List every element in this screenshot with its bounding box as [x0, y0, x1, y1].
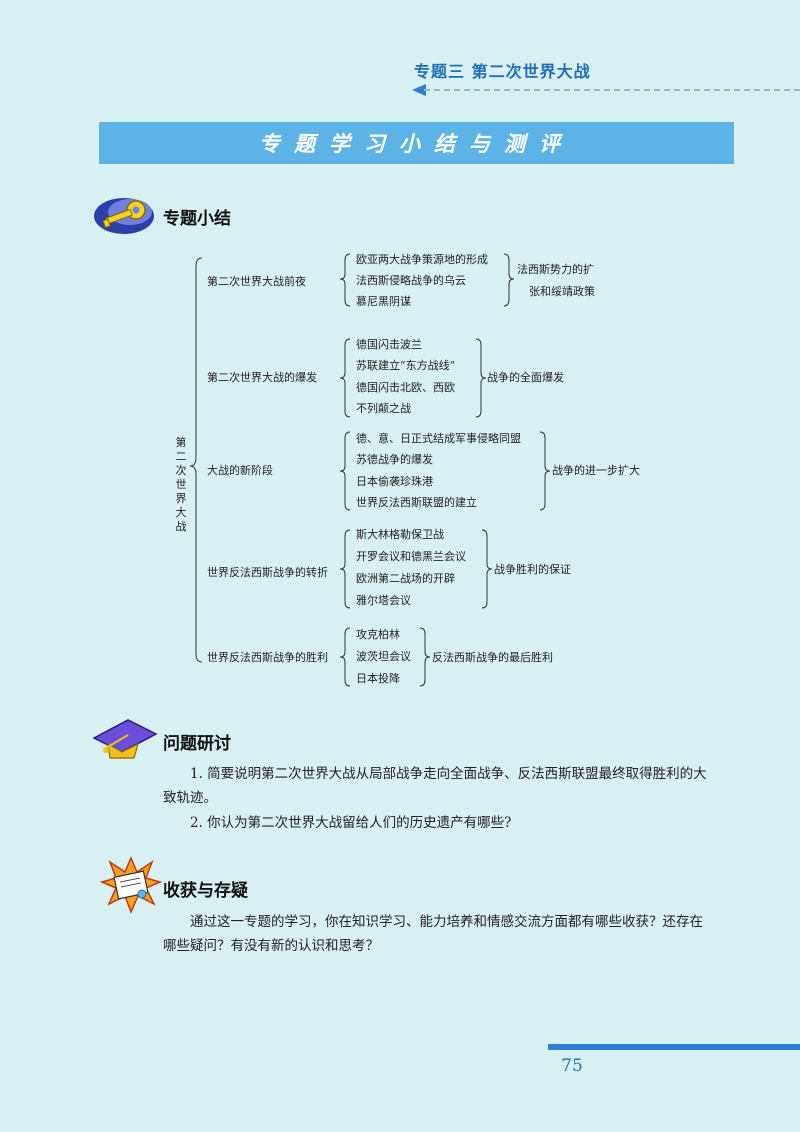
branch-item: 德、意、日正式结成军事侵略同盟	[356, 432, 521, 445]
discussion-heading: 问题研讨	[163, 734, 231, 754]
reflection-line-1: 通过这一专题的学习，你在知识学习、能力培养和情感交流方面都有哪些收获？还存在	[190, 914, 703, 930]
branch-result: 张和绥靖政策	[529, 285, 595, 298]
reflection-line-2: 哪些疑问？有没有新的认识和思考？	[163, 938, 379, 954]
branch-result: 法西斯势力的扩	[517, 263, 594, 276]
page-number: 75	[561, 1056, 583, 1076]
branch-item: 斯大林格勒保卫战	[356, 528, 444, 541]
discussion-question-1-line-2: 致轨迹。	[163, 790, 217, 806]
branch-item: 苏联建立“东方战线”	[356, 359, 456, 372]
branch-result: 反法西斯战争的最后胜利	[432, 651, 553, 664]
footer-bar	[548, 1044, 800, 1050]
branch-result: 战争的进一步扩大	[552, 464, 640, 477]
branch-item: 欧亚两大战争策源地的形成	[356, 253, 488, 266]
branch-item: 日本偷袭珍珠港	[356, 475, 433, 488]
branch-item: 雅尔塔会议	[356, 594, 411, 607]
notebook-burst-icon	[99, 856, 163, 914]
branch-item: 攻克柏林	[356, 628, 400, 641]
reflection-heading: 收获与存疑	[163, 881, 248, 901]
branch-label: 第二次世界大战的爆发	[207, 371, 317, 384]
mindmap-root-label: 第 二 次 世 界 大 战	[175, 436, 187, 533]
branch-label: 第二次世界大战前夜	[207, 275, 306, 288]
branch-item: 波茨坦会议	[356, 650, 411, 663]
branch-item: 世界反法西斯联盟的建立	[356, 496, 477, 509]
header-dashed-divider	[424, 89, 800, 91]
branch-item: 苏德战争的爆发	[356, 453, 433, 466]
discussion-question-1-line-1: 1. 简要说明第二次世界大战从局部战争走向全面战争、反法西斯联盟最终取得胜利的大	[190, 766, 707, 782]
branch-label: 世界反法西斯战争的转折	[207, 566, 328, 579]
branch-item: 开罗会议和德黑兰会议	[356, 550, 466, 563]
branch-item: 慕尼黑阴谋	[356, 295, 411, 308]
arrow-left-icon	[412, 84, 426, 96]
branch-item: 德国闪击波兰	[356, 338, 422, 351]
discussion-question-2: 2. 你认为第二次世界大战留给人们的历史遗产有哪些?	[190, 815, 512, 831]
banner-title: 专题学习小结与测评	[259, 132, 574, 156]
graduation-cap-icon	[88, 714, 160, 764]
branch-result: 战争胜利的保证	[494, 563, 571, 576]
branch-result: 战争的全面爆发	[487, 371, 564, 384]
branch-item: 日本投降	[356, 672, 400, 685]
key-icon	[90, 190, 160, 240]
branch-item: 不列颠之战	[356, 402, 411, 415]
branch-label: 世界反法西斯战争的胜利	[207, 651, 328, 664]
branch-label: 大战的新阶段	[207, 464, 273, 477]
branch-item: 德国闪击北欧、西欧	[356, 381, 455, 394]
summary-heading: 专题小结	[163, 209, 231, 229]
branch-item: 欧洲第二战场的开辟	[356, 572, 455, 585]
branch-item: 法西斯侵略战争的乌云	[356, 274, 466, 287]
chapter-title: 专题三 第二次世界大战	[414, 62, 591, 81]
section-banner: 专题学习小结与测评	[99, 122, 734, 164]
